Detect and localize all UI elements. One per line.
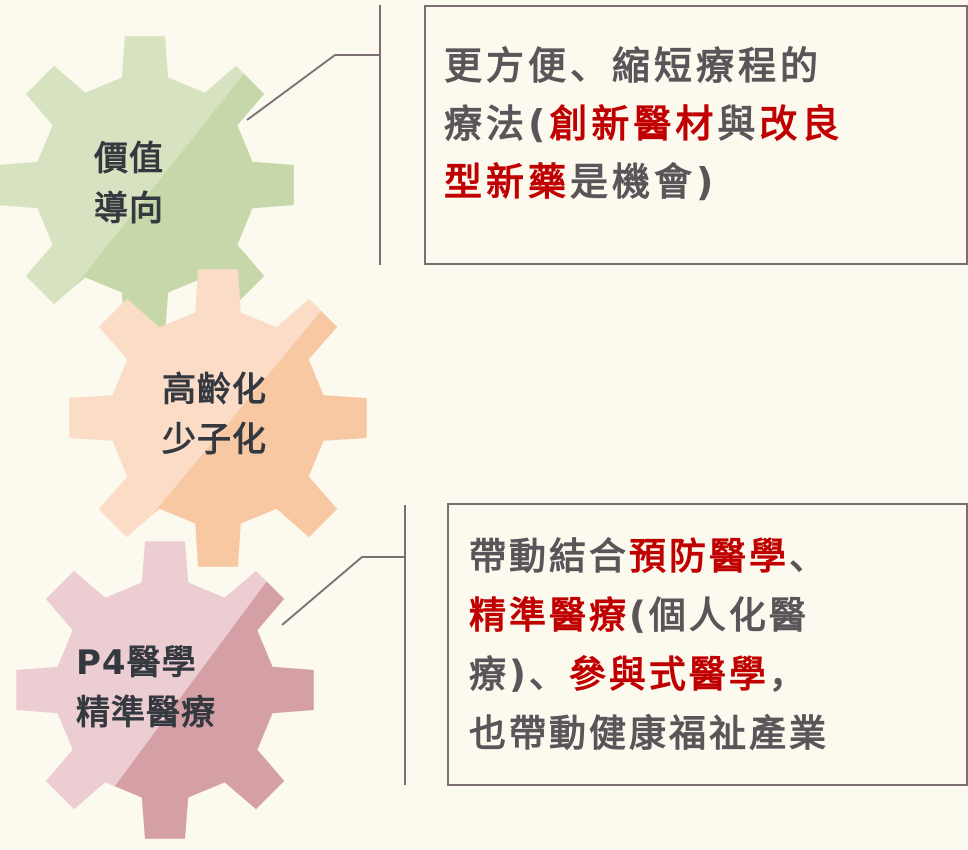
gear-p4-label: P4醫學 精準醫療 <box>76 638 216 738</box>
value-description-box: 更方便、縮短療程的 療法(創新醫材與改良 型新藥是機會) <box>424 5 968 265</box>
gear-aging-line-1: 高齡化 <box>162 370 267 410</box>
box1-seg: 更方便、縮短療程的 <box>444 44 823 88</box>
box1-highlight: 改良 <box>759 102 844 146</box>
connector-top <box>246 5 381 265</box>
box2-line-1: 帶動結合預防醫學、 <box>469 527 966 586</box>
box2-highlight: 精準醫療 <box>469 594 629 637</box>
box1-highlight: 型新藥 <box>444 160 571 204</box>
box2-line-2: 精準醫療(個人化醫 <box>469 586 966 645</box>
box2-highlight: 預防醫學 <box>629 535 789 578</box>
gear-p4-line-2: 精準醫療 <box>76 693 216 733</box>
box2-line-4: 也帶動健康福祉產業 <box>469 704 966 763</box>
connector-bottom <box>281 505 406 785</box>
box2-seg: 帶動結合 <box>469 535 629 578</box>
gear-aging-label: 高齡化 少子化 <box>162 365 267 465</box>
box1-highlight: 創新醫材 <box>549 102 718 146</box>
gear-aging-line-2: 少子化 <box>162 420 267 460</box>
box2-seg: 療)、 <box>469 653 569 696</box>
gear-p4-line-1: P4醫學 <box>76 643 197 683</box>
box2-highlight: 參與式醫學 <box>568 653 769 696</box>
box1-line-2: 療法(創新醫材與改良 <box>444 95 966 153</box>
box2-seg: (個人化醫 <box>629 594 809 637</box>
box1-seg: 與 <box>717 102 760 146</box>
gear-value-line-1: 價值 <box>94 139 164 179</box>
box2-seg: 也帶動健康福祉產業 <box>469 712 829 755</box>
box1-seg: 療法( <box>444 102 550 146</box>
box1-line-1: 更方便、縮短療程的 <box>444 37 966 95</box>
gear-value-line-2: 導向 <box>94 189 164 229</box>
p4-description-box: 帶動結合預防醫學、 精準醫療(個人化醫 療)、參與式醫學， 也帶動健康福祉產業 <box>447 503 968 786</box>
gear-value-label: 價值 導向 <box>94 134 164 234</box>
box2-line-3: 療)、參與式醫學， <box>469 645 966 704</box>
box2-seg: 、 <box>789 535 829 578</box>
box1-line-3: 型新藥是機會) <box>444 153 966 211</box>
gear-value <box>0 36 294 334</box>
box2-seg: ， <box>768 653 809 696</box>
box1-seg: 是機會) <box>570 160 718 204</box>
